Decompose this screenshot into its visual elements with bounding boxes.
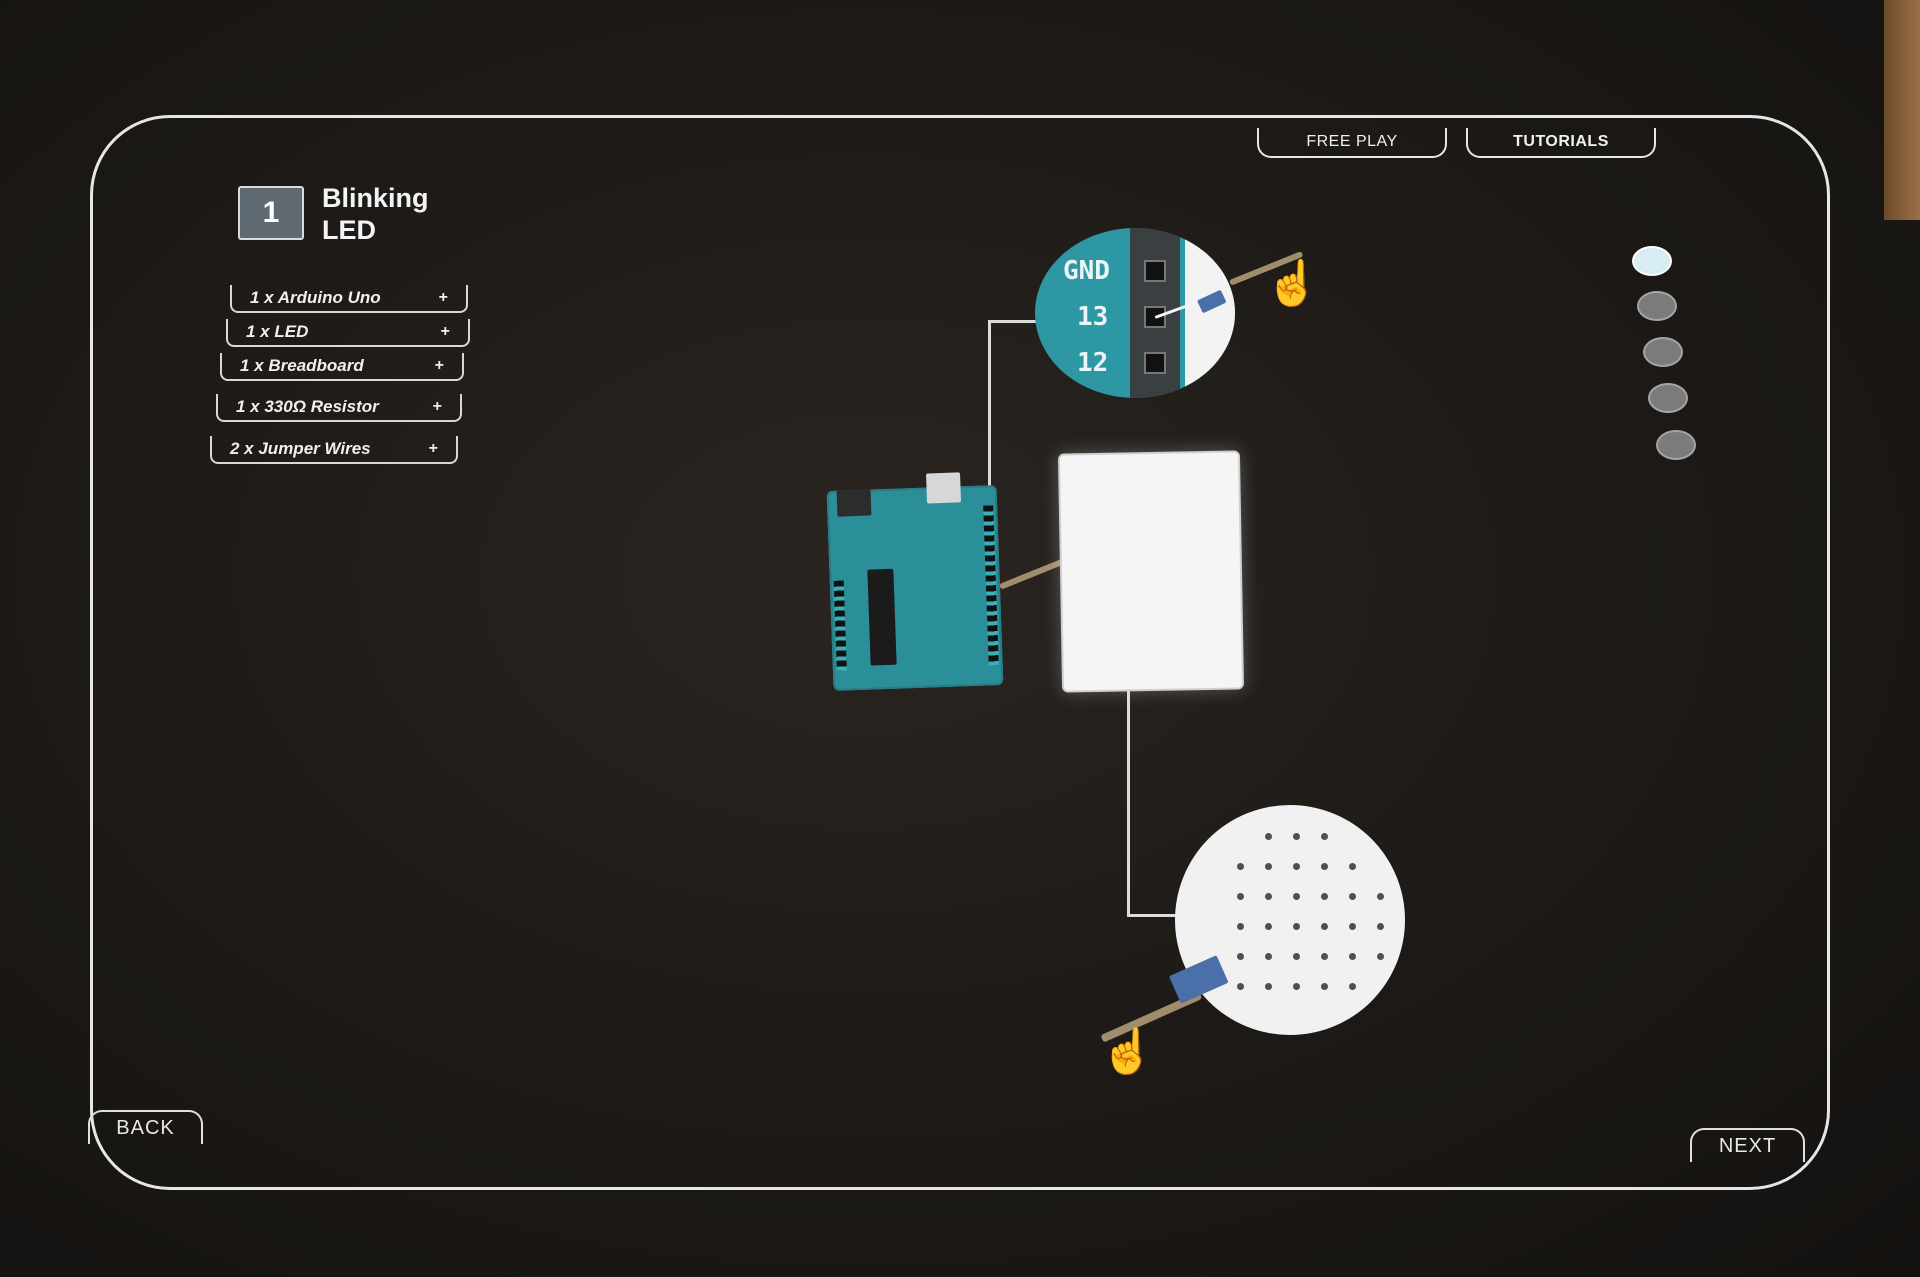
pointing-hand-icon[interactable]: ☝ xyxy=(1265,259,1320,308)
breadboard-hole xyxy=(1265,863,1272,870)
usb-port xyxy=(926,472,962,504)
breadboard-hole xyxy=(1237,953,1244,960)
breadboard-hole xyxy=(1237,893,1244,900)
power-jack xyxy=(836,489,872,517)
free-play-button[interactable]: FREE PLAY xyxy=(1257,128,1447,158)
tutorials-button[interactable]: TUTORIALS xyxy=(1466,128,1656,158)
arduino-uno-board[interactable] xyxy=(826,472,1004,691)
callout-line xyxy=(988,320,1040,323)
microcontroller-chip xyxy=(867,568,897,666)
pin-hole xyxy=(1144,352,1166,374)
part-label: 2 x Jumper Wires xyxy=(230,439,371,458)
part-item-breadboard[interactable]: 1 x Breadboard + xyxy=(220,353,464,381)
breadboard-hole xyxy=(1349,923,1356,930)
breadboard-hole xyxy=(1293,953,1300,960)
lesson-title-line1: Blinking xyxy=(322,183,429,213)
breadboard-hole xyxy=(1377,893,1384,900)
breadboard-hole xyxy=(1237,923,1244,930)
breadboard-hole xyxy=(1321,953,1328,960)
breadboard[interactable] xyxy=(1057,450,1245,693)
breadboard-hole xyxy=(1293,983,1300,990)
breadboard-zoom-callout xyxy=(1175,805,1405,1035)
lesson-number-badge: 1 xyxy=(238,186,304,240)
part-label: 1 x Breadboard xyxy=(240,356,364,375)
back-button[interactable]: BACK xyxy=(88,1110,203,1144)
lesson-title: Blinking LED xyxy=(322,182,482,246)
plus-icon: + xyxy=(434,357,444,374)
pin-hole xyxy=(1144,260,1166,282)
step-dot-1[interactable] xyxy=(1632,246,1672,276)
breadboard-hole xyxy=(1321,923,1328,930)
breadboard-hole xyxy=(1293,833,1300,840)
breadboard-hole xyxy=(1265,923,1272,930)
part-label: 1 x Arduino Uno xyxy=(250,288,381,307)
breadboard-hole xyxy=(1321,833,1328,840)
step-dot-2[interactable] xyxy=(1637,291,1677,321)
pin-header xyxy=(983,505,999,666)
breadboard-hole xyxy=(1265,983,1272,990)
part-label: 1 x LED xyxy=(246,322,309,341)
part-label: 1 x 330Ω Resistor xyxy=(236,397,379,416)
board-edge xyxy=(1185,228,1235,398)
step-dot-5[interactable] xyxy=(1656,430,1696,460)
pin-label-13: 13 xyxy=(1077,302,1109,332)
breadboard-hole xyxy=(1265,953,1272,960)
pin-label-gnd: GND xyxy=(1063,256,1110,286)
breadboard-hole xyxy=(1321,893,1328,900)
plus-icon: + xyxy=(432,398,442,415)
plus-icon: + xyxy=(428,440,438,457)
breadboard-hole xyxy=(1377,953,1384,960)
callout-line xyxy=(1127,914,1179,917)
breadboard-hole xyxy=(1349,893,1356,900)
breadboard-hole xyxy=(1237,983,1244,990)
step-dot-4[interactable] xyxy=(1648,383,1688,413)
breadboard-hole xyxy=(1349,983,1356,990)
breadboard-hole xyxy=(1293,923,1300,930)
lesson-title-line2: LED xyxy=(322,215,376,245)
app-frame xyxy=(90,115,1830,1190)
breadboard-hole xyxy=(1321,863,1328,870)
breadboard-hole xyxy=(1293,893,1300,900)
callout-line xyxy=(1127,688,1130,916)
pin-header xyxy=(833,580,847,671)
callout-line xyxy=(988,320,991,495)
breadboard-hole xyxy=(1321,983,1328,990)
pin-zoom-callout: GND 13 12 xyxy=(1035,228,1235,398)
part-item-led[interactable]: 1 x LED + xyxy=(226,319,470,347)
pin-label-12: 12 xyxy=(1077,348,1109,378)
plus-icon: + xyxy=(440,323,450,340)
step-dot-3[interactable] xyxy=(1643,337,1683,367)
breadboard-hole xyxy=(1349,953,1356,960)
part-item-jumper-wires[interactable]: 2 x Jumper Wires + xyxy=(210,436,458,464)
breadboard-hole xyxy=(1293,863,1300,870)
next-button[interactable]: NEXT xyxy=(1690,1128,1805,1162)
breadboard-hole xyxy=(1237,863,1244,870)
breadboard-hole xyxy=(1265,833,1272,840)
breadboard-hole xyxy=(1265,893,1272,900)
breadboard-hole xyxy=(1349,863,1356,870)
part-item-resistor[interactable]: 1 x 330Ω Resistor + xyxy=(216,394,462,422)
part-item-arduino[interactable]: 1 x Arduino Uno + xyxy=(230,285,468,313)
plus-icon: + xyxy=(438,289,448,306)
breadboard-hole xyxy=(1377,923,1384,930)
pointing-hand-icon[interactable]: ☝ xyxy=(1100,1027,1155,1076)
wood-table-edge xyxy=(1884,0,1920,220)
